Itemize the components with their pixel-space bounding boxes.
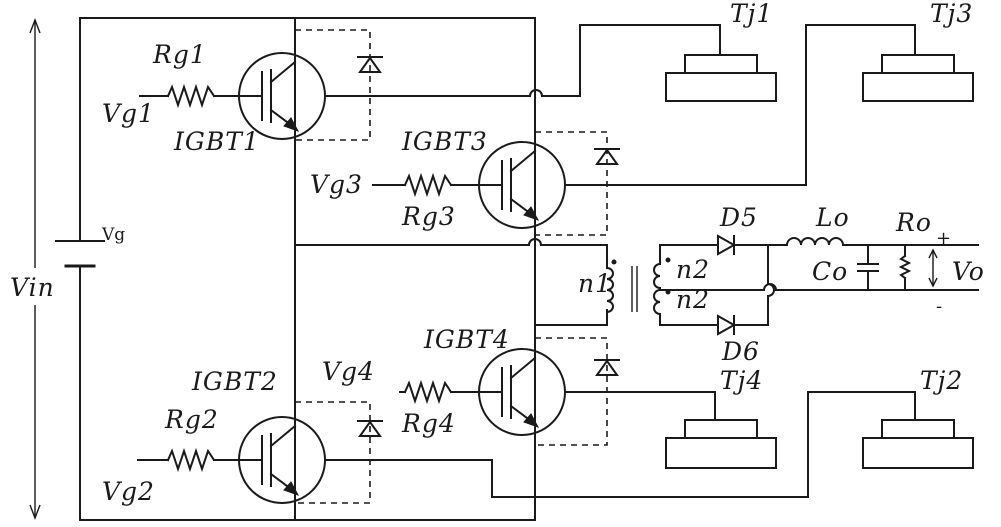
rg4-label: Rg4: [401, 409, 456, 438]
plus-sign: +: [936, 228, 951, 249]
vg1-label: Vg1: [102, 99, 155, 128]
tj3-block: [862, 54, 974, 102]
igbt1-symbol: [238, 17, 531, 140]
igbt4-label: IGBT4: [423, 325, 510, 354]
igbt3-label: IGBT3: [401, 127, 488, 156]
d5-label: D5: [719, 203, 758, 232]
tj3-label: Tj3: [930, 0, 973, 28]
rg2-resistor: [137, 447, 263, 473]
igbt2-label: IGBT2: [191, 367, 278, 396]
vg4-label: Vg4: [322, 357, 375, 386]
dc-source: [55, 240, 105, 268]
n1-label: n1: [578, 269, 612, 298]
d5-diode: [717, 234, 788, 256]
source-label: Vg: [101, 225, 125, 245]
vin-label: Vin: [10, 273, 55, 302]
igbt3-diode: [535, 131, 620, 236]
d6-diode: [717, 314, 769, 336]
igbt4-diode: [535, 337, 620, 446]
tj1-label: Tj1: [730, 0, 773, 28]
igbt1-diode: [295, 29, 383, 141]
n2-top-label: n2: [676, 255, 710, 284]
ro-resistor: [898, 244, 912, 291]
tj1-block: [665, 54, 777, 102]
igbt4-symbol: [478, 348, 716, 436]
igbt1-label: IGBT1: [173, 127, 260, 156]
rg1-label: Rg1: [152, 40, 207, 69]
transformer: [605, 244, 765, 326]
tj3-wire: [805, 24, 916, 186]
tj2-label: Tj2: [920, 366, 963, 395]
tj4-label: Tj4: [720, 366, 763, 395]
n2-bottom-label: n2: [676, 285, 710, 314]
tj2-block: [862, 419, 974, 469]
tj4-block: [665, 419, 777, 469]
lo-label: Lo: [815, 203, 850, 232]
vo-arrow: [928, 248, 938, 288]
vg2-label: Vg2: [102, 477, 155, 506]
d6-label: D6: [721, 337, 760, 366]
rg3-label: Rg3: [401, 202, 456, 231]
vin-arrow: [29, 18, 41, 520]
lo-inductor: [785, 237, 979, 247]
vg3-label: Vg3: [310, 170, 363, 199]
rg4-resistor: [399, 379, 503, 405]
ro-label: Ro: [895, 208, 932, 237]
dc-bus: [79, 17, 608, 521]
vo-label: Vo: [952, 257, 985, 286]
rg3-resistor: [372, 172, 503, 198]
rectifier-junction: [762, 244, 979, 326]
co-capacitor: [857, 244, 879, 291]
igbt2-symbol: [238, 416, 809, 504]
rg2-label: Rg2: [164, 405, 219, 434]
tj2-wire: [807, 391, 916, 498]
minus-sign: -: [936, 296, 942, 317]
co-label: Co: [812, 257, 848, 286]
tj1-wire: [528, 24, 721, 98]
igbt2-diode: [295, 401, 383, 504]
rg1-resistor: [139, 83, 263, 109]
